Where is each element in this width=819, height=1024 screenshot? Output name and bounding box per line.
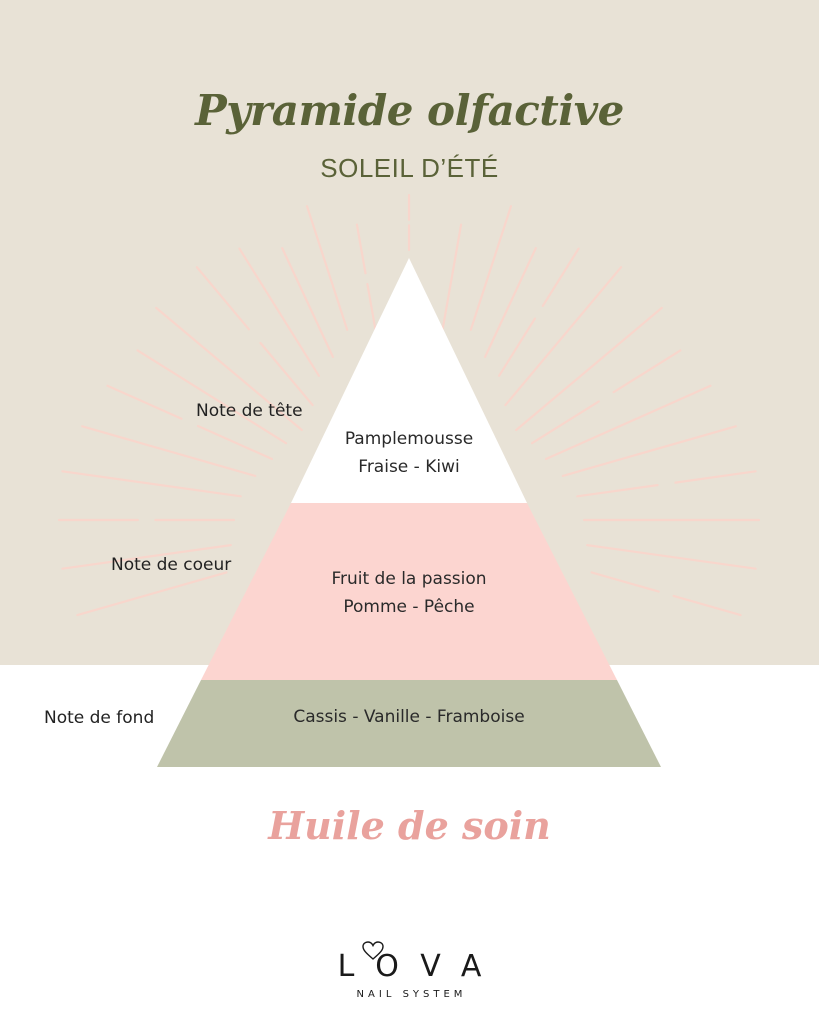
pyramid-tier-middle	[201, 503, 617, 680]
sun-ray	[484, 247, 537, 358]
heart-note-line-2: Pomme - Pêche	[343, 597, 475, 617]
sun-ray	[498, 317, 537, 377]
page-subtitle: SOLEIL D’ÉTÉ	[320, 153, 499, 183]
sun-ray	[136, 349, 288, 445]
sun-ray	[281, 247, 334, 358]
sun-ray	[61, 543, 232, 570]
sun-ray	[590, 571, 660, 593]
base-note-label: Note de fond	[44, 708, 155, 728]
heart-note-ingredients: Fruit de la passion Pomme - Pêche	[209, 565, 609, 621]
sun-ray	[672, 594, 742, 617]
product-title: Huile de soin	[268, 803, 551, 848]
pyramid-tier-top	[291, 258, 527, 503]
sun-ray	[305, 205, 349, 331]
heart-note-line-1: Fruit de la passion	[331, 569, 487, 589]
sun-ray	[76, 571, 228, 617]
heart-outline-icon	[361, 941, 384, 960]
sun-ray	[61, 470, 242, 498]
top-note-line-2: Fraise - Kiwi	[358, 457, 460, 477]
sun-ray	[576, 484, 659, 498]
heart-note-label: Note de coeur	[111, 555, 232, 575]
sun-ray	[106, 384, 183, 420]
sun-ray	[196, 424, 274, 461]
sun-ray	[515, 306, 663, 432]
sun-ray	[541, 247, 580, 307]
sun-ray	[440, 223, 463, 334]
sun-ray	[530, 400, 600, 445]
sun-ray	[586, 543, 757, 570]
sun-ray	[81, 425, 257, 477]
brand-name: LOVA	[337, 949, 504, 984]
top-note-line-1: Pamplemousse	[344, 429, 474, 449]
sun-ray	[561, 425, 737, 477]
sun-ray	[366, 283, 378, 334]
sun-ray	[355, 223, 367, 275]
sun-ray	[469, 205, 513, 331]
sun-ray	[259, 341, 314, 407]
sun-ray	[155, 306, 303, 432]
sun-rays	[57, 193, 761, 617]
sun-ray	[544, 384, 712, 461]
sun-ray	[612, 349, 682, 394]
sun-ray	[674, 470, 757, 484]
base-note-ingredients: Cassis - Vanille - Framboise	[209, 703, 609, 731]
base-note-line-1: Cassis - Vanille - Framboise	[293, 707, 525, 727]
sun-ray	[195, 266, 250, 331]
brand-logo: LOVA NAIL SYSTEM	[0, 941, 819, 1000]
page-title: Pyramide olfactive	[195, 86, 624, 135]
sun-ray	[504, 266, 623, 407]
top-note-ingredients: Pamplemousse Fraise - Kiwi	[209, 425, 609, 481]
pyramid-tier-base	[157, 680, 661, 767]
top-note-label: Note de tête	[196, 401, 303, 421]
sun-ray	[238, 247, 320, 377]
brand-tagline: NAIL SYSTEM	[356, 989, 467, 1000]
